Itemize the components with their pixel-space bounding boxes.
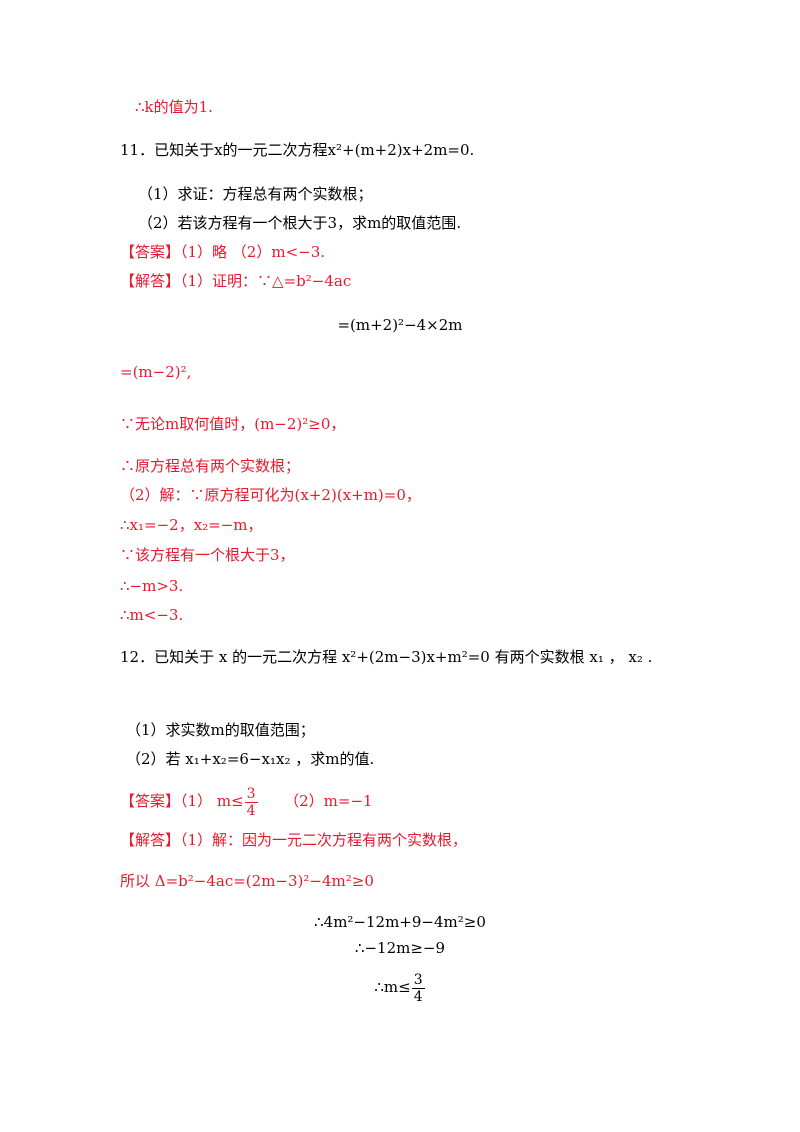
question-11: 11．已知关于x的一元二次方程x²+(m+2)x+2m=0.: [120, 141, 475, 159]
question-12-part-1: （1）求实数m的取值范围；: [126, 721, 315, 739]
solution-11-start: 【解答】（1）证明：∵△=b²−4ac: [120, 272, 352, 290]
text-line: ∴k的值为1.: [135, 98, 213, 116]
question-11-part-2: （2）若该方程有一个根大于3，求m的取值范围.: [138, 214, 462, 232]
text-line: （2）解：∵原方程可化为(x+2)(x+m)=0，: [120, 486, 421, 504]
text-line: ∴原方程总有两个实数根；: [120, 457, 301, 475]
answer-12-prefix: 【答案】（1）: [120, 792, 213, 810]
question-12-part-2: （2）若 x₁+x₂=6−x₁x₂ ，求m的值.: [126, 750, 375, 768]
math-line: =(m−2)²,: [120, 363, 192, 381]
question-12: 12．已知关于 x 的一元二次方程 x²+(2m−3)x+m²=0 有两个实数根…: [120, 648, 653, 666]
text-line: ∴−m>3.: [120, 577, 184, 595]
math-line: =(m+2)²−4×2m: [337, 316, 463, 334]
math-line: 所以 Δ=b²−4ac=(2m−3)²−4m²≥0: [120, 872, 374, 890]
solution-12-start: 【解答】（1）解：因为一元二次方程有两个实数根，: [120, 831, 468, 849]
question-11-part-1: （1）求证：方程总有两个实数根；: [138, 185, 373, 203]
text-line: ∴m<−3.: [120, 606, 184, 624]
math-line: ∴4m²−12m+9−4m²≥0: [314, 913, 486, 931]
answer-11: 【答案】（1）略 （2）m<−3.: [120, 243, 326, 261]
text-line: ∵无论m取何值时，(m−2)²≥0，: [120, 415, 346, 433]
text-line: ∵该方程有一个根大于3，: [120, 546, 295, 564]
math-line: ∴−12m≥−9: [354, 939, 446, 957]
answer-12-part-2: （2）m=−1: [284, 792, 373, 810]
text-line: ∴x₁=−2，x₂=−m，: [120, 516, 263, 534]
